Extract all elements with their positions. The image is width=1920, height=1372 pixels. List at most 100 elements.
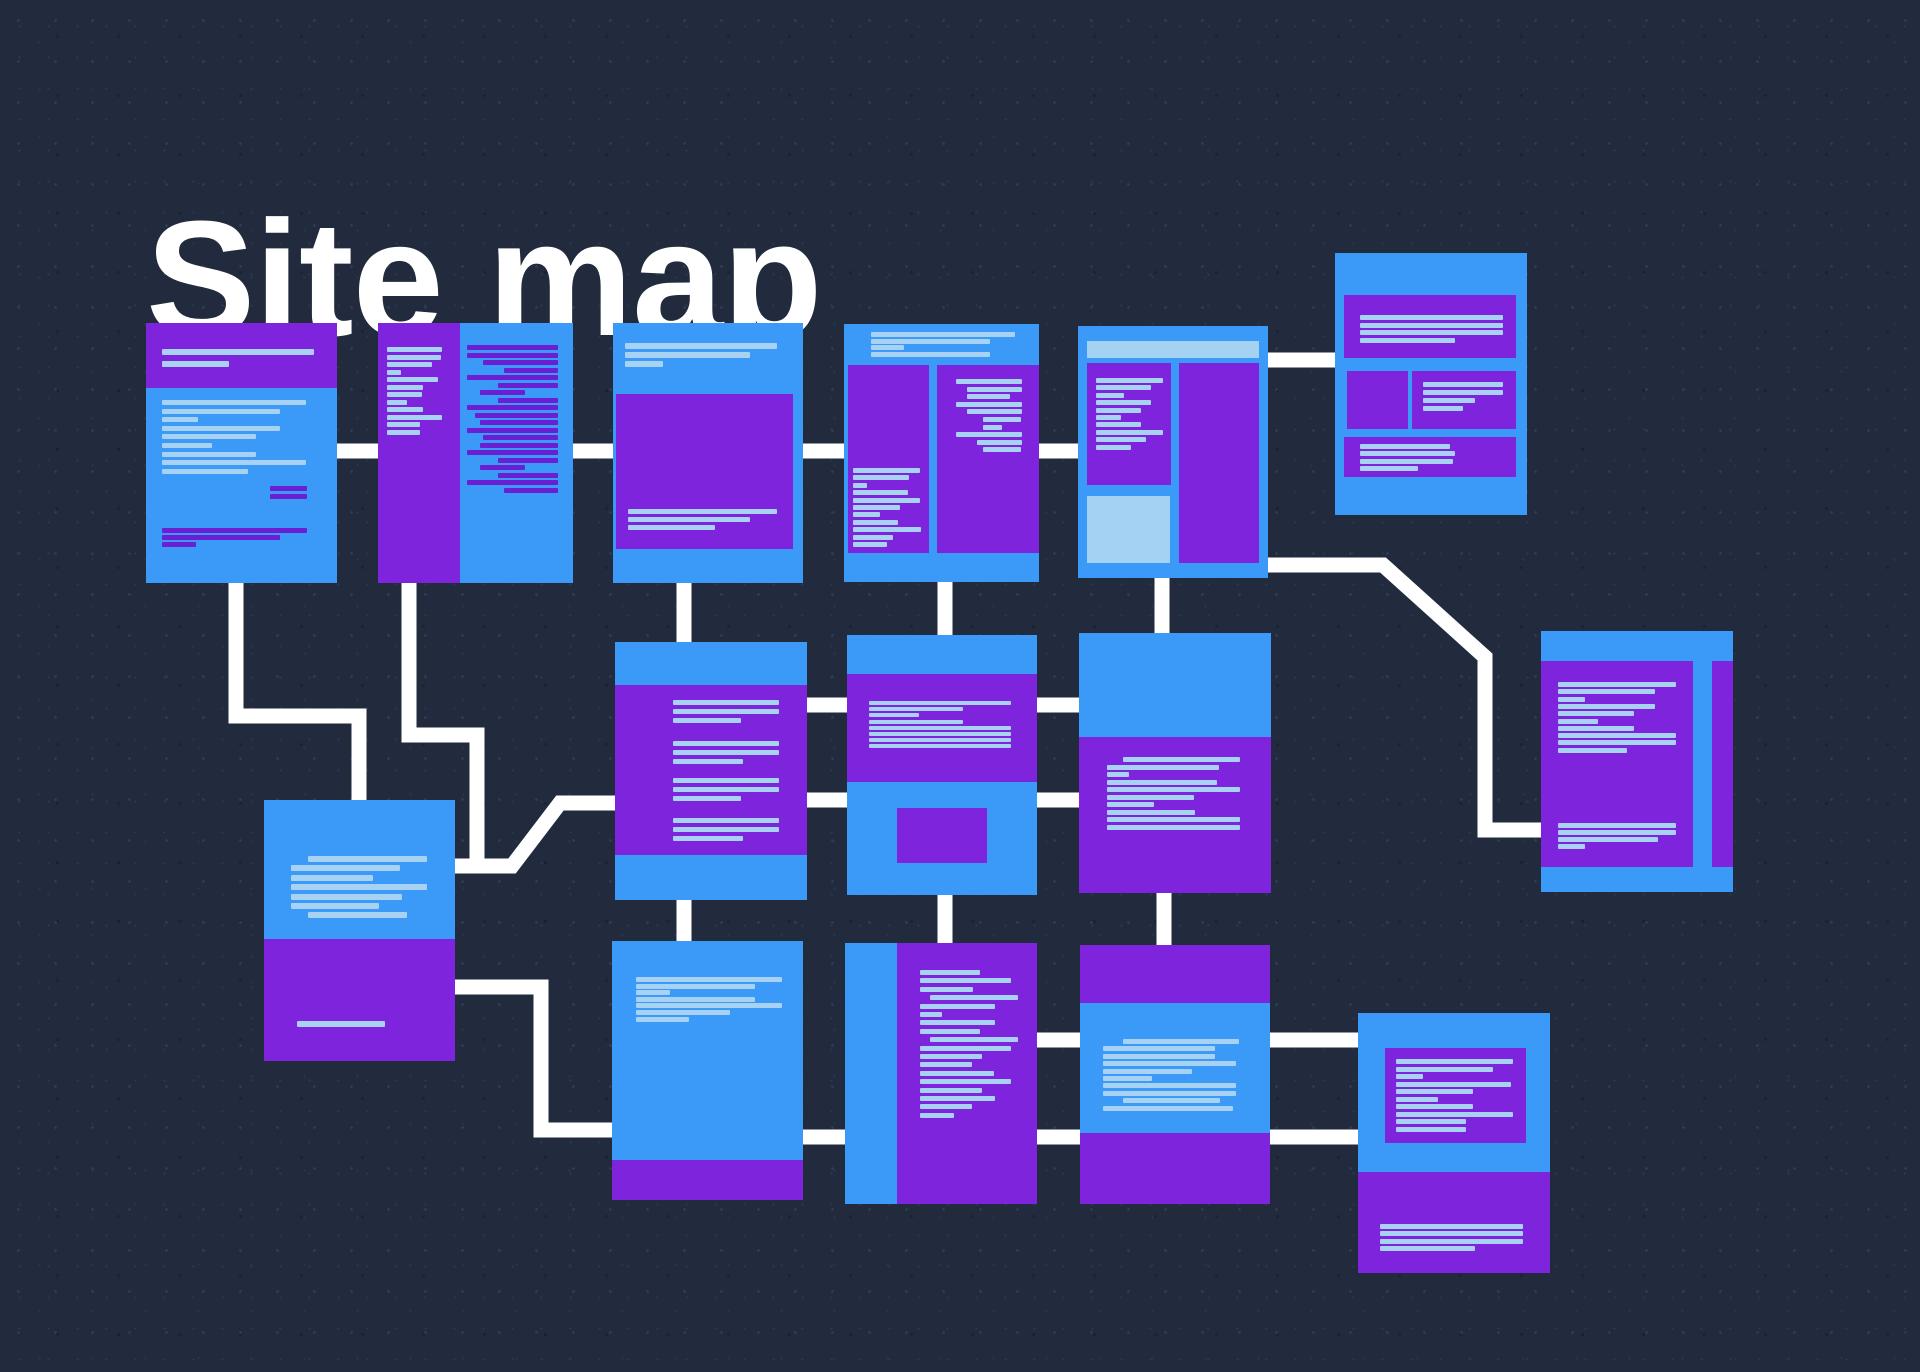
text-line [162,409,280,414]
text-line [1558,697,1585,702]
text-line [853,498,920,503]
text-line [1558,726,1634,731]
text-line [162,535,280,540]
page-thumbnail-10[interactable] [1541,631,1733,892]
text-line [853,512,880,517]
text-line [1360,338,1455,343]
text-line [673,827,779,832]
text-line [673,750,779,755]
text-line [1096,385,1151,390]
text-line [871,345,904,350]
text-line [636,990,670,995]
text-line [1096,445,1131,450]
text-line [483,435,558,440]
text-line [162,528,307,533]
text-line [1558,844,1585,849]
text-line [387,377,438,382]
text-line [636,1003,782,1008]
page-thumbnail-11[interactable] [264,800,455,1061]
text-line [1360,466,1418,471]
connector-line [449,795,625,874]
page-thumbnail-3[interactable] [613,323,803,583]
page-thumbnail-12[interactable] [612,941,803,1200]
text-line [920,1054,982,1059]
page-thumbnail-4[interactable] [844,324,1039,582]
text-line [270,486,307,491]
text-line [1558,704,1655,709]
text-line [387,430,420,435]
text-line [920,1046,1011,1051]
text-line [853,542,887,547]
connector-line [401,573,485,872]
text-line [1107,817,1240,822]
text-line [1360,451,1455,456]
text-line [162,452,256,457]
text-line [387,362,432,367]
content-block [1179,363,1259,563]
text-line [1107,787,1240,792]
page-thumbnail-2[interactable] [378,323,573,583]
page-thumbnail-14[interactable] [1080,945,1270,1204]
text-line [387,392,422,397]
text-line [162,349,314,355]
text-line [308,856,427,862]
text-line [270,494,307,499]
text-line [983,425,1002,430]
text-line [1103,1069,1192,1074]
text-line [162,361,229,367]
text-line [920,1020,995,1025]
text-line [967,409,1022,414]
page-thumbnail-9[interactable] [1079,633,1271,893]
text-line [1558,719,1598,724]
page-thumbnail-8[interactable] [847,635,1037,895]
text-line [1107,795,1194,800]
text-line [498,383,558,388]
content-block [612,1160,803,1200]
text-line [291,884,427,890]
text-line [1103,1083,1236,1088]
text-line [387,355,441,360]
page-thumbnail-5[interactable] [1078,326,1268,578]
text-line [1423,390,1503,395]
text-line [920,1029,980,1034]
text-line [869,713,919,717]
text-line [920,1079,1011,1084]
text-line [673,778,779,783]
text-line [853,535,893,540]
content-block [264,939,455,1061]
connector-line [449,979,622,1138]
text-line [853,483,867,488]
page-thumbnail-1[interactable] [146,323,337,583]
text-line [387,400,407,405]
text-line [1360,315,1503,320]
text-line [1558,711,1634,716]
text-line [871,352,990,357]
text-line [1396,1097,1438,1102]
text-line [1558,830,1676,835]
text-line [673,836,743,841]
text-line [162,417,198,422]
text-line [920,1004,995,1009]
text-line [1360,323,1503,328]
text-line [636,1017,689,1022]
text-line [1123,757,1240,762]
page-thumbnail-7[interactable] [615,642,807,900]
text-line [967,387,1022,392]
text-line [1107,825,1240,830]
text-line [387,415,442,420]
text-line [1396,1089,1473,1094]
text-line [162,400,306,405]
text-line [625,352,750,358]
page-thumbnail-6[interactable] [1335,253,1527,515]
text-line [1380,1239,1523,1244]
text-line [1103,1076,1152,1081]
text-line [1103,1091,1236,1096]
content-block [1080,945,1270,1003]
text-line [480,420,558,425]
content-block [1358,1172,1550,1273]
page-thumbnail-15[interactable] [1358,1013,1550,1273]
text-line [1103,1106,1233,1111]
text-line [983,447,1021,452]
text-line [291,894,402,900]
page-thumbnail-13[interactable] [845,943,1037,1204]
